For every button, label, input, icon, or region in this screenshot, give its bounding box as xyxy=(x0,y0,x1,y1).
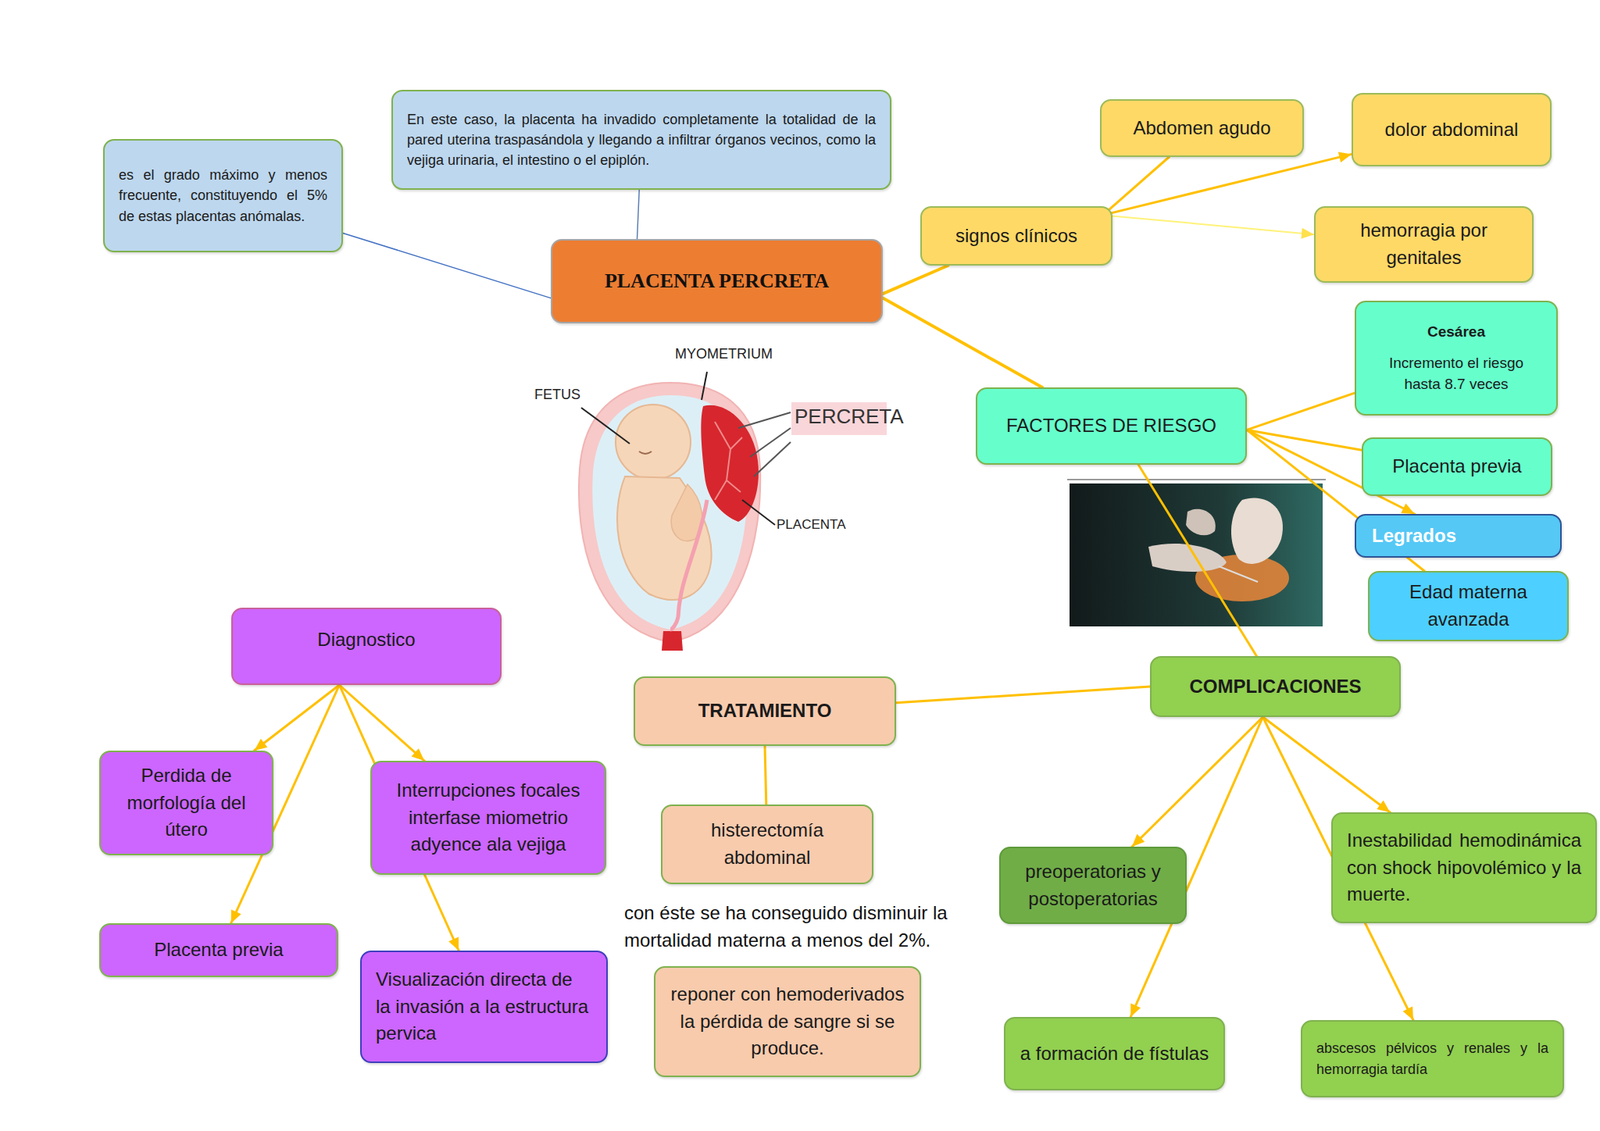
concept-box: Perdida de morfología del útero xyxy=(99,750,274,856)
box-text: Placenta previa xyxy=(114,936,323,965)
concept-box: Placenta previa xyxy=(1361,437,1553,497)
box-text: Edad materna avanzada xyxy=(1383,578,1554,634)
box-body-text: Incremento el riesgo hasta 8.7 veces xyxy=(1370,352,1543,396)
concept-box: a formación de fístulas xyxy=(1003,1017,1225,1091)
connector xyxy=(1138,464,1257,657)
box-text: PLACENTA PERCRETA xyxy=(566,266,868,297)
connector xyxy=(1132,717,1264,847)
connector xyxy=(764,746,767,805)
box-text: Cesárea xyxy=(1370,321,1543,343)
box-text: Legrados xyxy=(1371,522,1545,550)
connector xyxy=(339,685,425,761)
connector xyxy=(342,232,551,298)
connector xyxy=(882,298,1043,388)
concept-box: reponer con hemoderivados la pérdida de … xyxy=(653,966,922,1078)
box-text: Diagnostico xyxy=(242,626,491,654)
box-text: Perdida de morfología del útero xyxy=(114,762,258,844)
box-text: es el grado máximo y menos frecuente, co… xyxy=(118,164,328,226)
box-text: hemorragia por genitales xyxy=(1329,217,1518,272)
connector xyxy=(1246,429,1362,450)
box-text: Placenta previa xyxy=(1377,453,1537,481)
concept-box: TRATAMIENTO xyxy=(633,676,897,747)
concept-box: Legrados xyxy=(1354,514,1562,558)
part-label: MYOMETRIUM xyxy=(675,343,785,365)
concept-box: abscesos pélvicos y renales y la hemorra… xyxy=(1300,1020,1565,1098)
box-text: a formación de fístulas xyxy=(1019,1040,1210,1068)
concept-box: hemorragia por genitales xyxy=(1314,206,1534,283)
connector xyxy=(1262,717,1390,813)
box-text: COMPLICACIONES xyxy=(1165,673,1386,701)
concept-box: COMPLICACIONES xyxy=(1150,656,1401,718)
concept-box: CesáreaIncremento el riesgo hasta 8.7 ve… xyxy=(1354,300,1558,416)
concept-box: es el grado máximo y menos frecuente, co… xyxy=(103,139,343,253)
concept-box: FACTORES DE RIESGO xyxy=(975,387,1247,465)
concept-box: Inestabilidad hemodinámica con shock hip… xyxy=(1331,812,1597,924)
connector xyxy=(1103,157,1170,215)
box-text: preoperatorias y postoperatorias xyxy=(1014,858,1172,914)
concept-box: Diagnostico xyxy=(231,607,502,686)
concept-box: histerectomía abdominal xyxy=(660,804,874,885)
connector xyxy=(637,189,640,240)
surgery-photo xyxy=(1067,479,1326,627)
concept-box: Placenta previa xyxy=(99,923,339,978)
note-text: con éste se ha conseguido disminuir la m… xyxy=(624,900,968,955)
concept-box: Abdomen agudo xyxy=(1100,99,1304,158)
connector xyxy=(882,265,948,294)
concept-box: Interrupciones focales interfase miometr… xyxy=(370,760,607,875)
concept-box: dolor abdominal xyxy=(1351,92,1552,167)
part-label: PERCRETA xyxy=(794,402,897,433)
connector xyxy=(1103,151,1352,215)
concept-box: Edad materna avanzada xyxy=(1367,571,1569,642)
concept-box: preoperatorias y postoperatorias xyxy=(999,846,1187,925)
box-text: TRATAMIENTO xyxy=(649,697,881,725)
concept-box: En este caso, la placenta ha invadido co… xyxy=(391,89,892,190)
part-label: PLACENTA xyxy=(776,515,871,536)
box-text: Abdomen agudo xyxy=(1115,114,1289,143)
box-text: Interrupciones focales interfase miometr… xyxy=(385,777,591,859)
connector xyxy=(1103,214,1315,239)
box-text: signos clínicos xyxy=(935,222,1097,250)
concept-box: PLACENTA PERCRETA xyxy=(550,239,883,324)
box-text: Visualización directa de la invasión a l… xyxy=(375,966,593,1048)
box-text: En este caso, la placenta ha invadido co… xyxy=(407,109,876,171)
part-label: FETUS xyxy=(534,384,605,405)
box-text: histerectomía abdominal xyxy=(676,817,858,872)
connector xyxy=(253,685,340,751)
concept-box: Visualización directa de la invasión a l… xyxy=(360,950,608,1064)
box-text: reponer con hemoderivados la pérdida de … xyxy=(669,981,906,1063)
box-text: dolor abdominal xyxy=(1367,116,1536,144)
box-text: Inestabilidad hemodinámica con shock hip… xyxy=(1346,827,1582,909)
box-text: FACTORES DE RIESGO xyxy=(991,412,1232,440)
box-text: abscesos pélvicos y renales y la hemorra… xyxy=(1316,1038,1549,1079)
connector xyxy=(1246,392,1355,430)
connector xyxy=(896,686,1150,704)
concept-box: signos clínicos xyxy=(920,206,1113,266)
